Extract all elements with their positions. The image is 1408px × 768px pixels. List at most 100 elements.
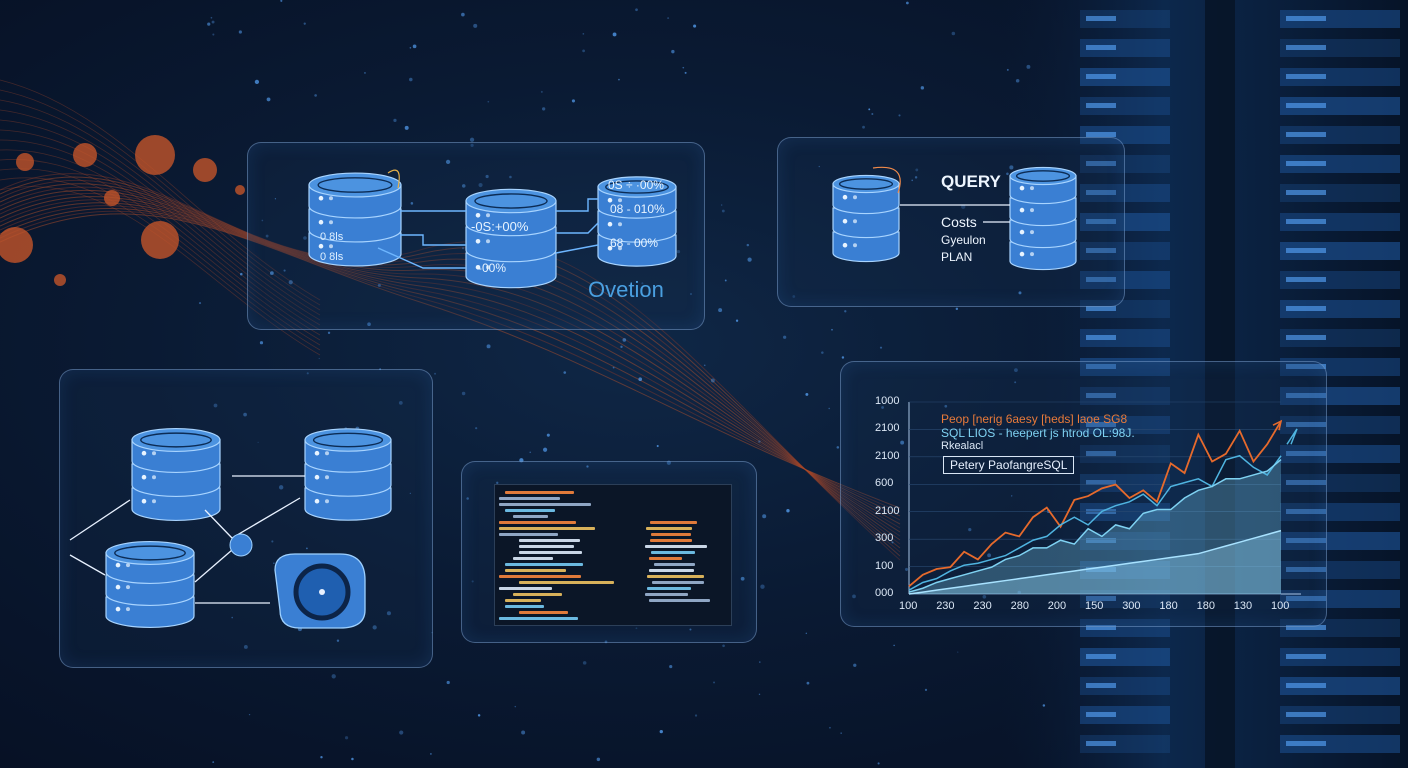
- code-line: [505, 605, 544, 608]
- query-diagram: [832, 166, 1077, 271]
- particle: [1042, 704, 1046, 707]
- code-line: [505, 599, 542, 602]
- rack-led: [1286, 712, 1326, 717]
- particle: [273, 562, 275, 564]
- right-label: 08 - 010%: [610, 202, 665, 216]
- database-icon: [832, 174, 900, 263]
- particle: [461, 247, 465, 250]
- particle: [759, 661, 761, 663]
- link-arrow: [69, 499, 131, 541]
- particle: [303, 236, 307, 240]
- code-line: [650, 539, 692, 542]
- y-tick-label: 000: [875, 587, 894, 599]
- particle: [469, 137, 475, 142]
- center-label: -0S:+00%: [471, 219, 529, 234]
- code-line: [505, 563, 583, 566]
- particle: [410, 202, 414, 205]
- wave-line: [0, 207, 901, 517]
- code-line: [649, 557, 683, 560]
- rack-led: [1286, 683, 1326, 688]
- rack-led: [1286, 306, 1326, 311]
- x-tick-label: 230: [936, 600, 955, 612]
- code-line: [499, 497, 561, 500]
- wave-line: [0, 189, 901, 541]
- rack-led: [1086, 219, 1116, 224]
- rack-unit: [1280, 155, 1400, 173]
- replication-diagram: [308, 169, 677, 289]
- particle: [211, 20, 215, 24]
- rack-led: [1086, 161, 1116, 166]
- series-line: [908, 529, 1282, 595]
- code-editor: [494, 484, 732, 626]
- particle: [399, 730, 404, 735]
- code-line: [499, 575, 581, 578]
- particle: [1026, 64, 1031, 69]
- particle: [666, 460, 671, 465]
- particle: [288, 280, 293, 285]
- code-line: [513, 593, 562, 596]
- particle: [694, 714, 698, 717]
- particle: [831, 328, 833, 331]
- rack-led: [1086, 132, 1116, 137]
- flow-arrow: [556, 222, 599, 234]
- particle: [461, 184, 466, 188]
- code-line: [651, 533, 691, 536]
- particle: [519, 458, 524, 463]
- rack-unit: [1080, 648, 1170, 666]
- code-line: [519, 551, 582, 554]
- rack-unit: [1080, 677, 1170, 695]
- particle: [667, 17, 670, 20]
- rack-unit: [1280, 97, 1400, 115]
- particle: [471, 580, 474, 583]
- particle: [331, 674, 336, 679]
- particle: [669, 665, 673, 669]
- wave-line: [0, 99, 321, 311]
- particle: [818, 165, 820, 168]
- code-line: [645, 593, 688, 596]
- rack-led: [1286, 45, 1326, 50]
- rack-led: [1086, 45, 1116, 50]
- particle: [542, 107, 546, 111]
- particle: [280, 0, 283, 2]
- rack-unit: [1080, 126, 1170, 144]
- rack-unit: [1080, 387, 1170, 405]
- db-label: 0 8ls: [320, 231, 344, 243]
- particle: [430, 753, 432, 755]
- rack-unit: [1280, 358, 1400, 376]
- particle: [1011, 495, 1013, 497]
- particle: [862, 125, 865, 129]
- rack-unit: [1080, 329, 1170, 347]
- particle: [248, 713, 251, 716]
- x-tick-label: 100: [899, 600, 918, 612]
- rack-led: [1286, 132, 1326, 137]
- y-tick-label: 100: [875, 559, 894, 572]
- wave-line: [0, 129, 321, 326]
- code-line: [645, 545, 708, 548]
- x-tick-label: 230: [973, 600, 992, 612]
- replication-panel: 0 8ls 0 8ls -0S:+00% -00% 0S ÷ ·00% 08 -…: [247, 142, 705, 330]
- rack-led: [1086, 741, 1116, 746]
- database-icon: [308, 172, 402, 267]
- particle: [760, 584, 765, 589]
- particle: [844, 310, 847, 313]
- wave-line: [0, 89, 321, 306]
- flare-icon: [387, 169, 400, 189]
- wave-line: [0, 186, 901, 545]
- particle: [713, 681, 715, 684]
- particle: [496, 481, 499, 484]
- series-line: [908, 454, 1282, 591]
- particle: [682, 66, 685, 69]
- particle: [868, 108, 871, 111]
- particle: [961, 204, 966, 209]
- rack-unit: [1080, 271, 1170, 289]
- code-line: [649, 569, 695, 572]
- rack-unit: [1080, 97, 1170, 115]
- particle: [710, 378, 715, 383]
- code-line: [499, 617, 579, 620]
- code-line: [499, 533, 559, 536]
- particle: [543, 447, 548, 452]
- particle: [610, 288, 612, 290]
- rack-unit: [1280, 300, 1400, 318]
- particle: [486, 344, 491, 349]
- rack-led: [1086, 596, 1116, 601]
